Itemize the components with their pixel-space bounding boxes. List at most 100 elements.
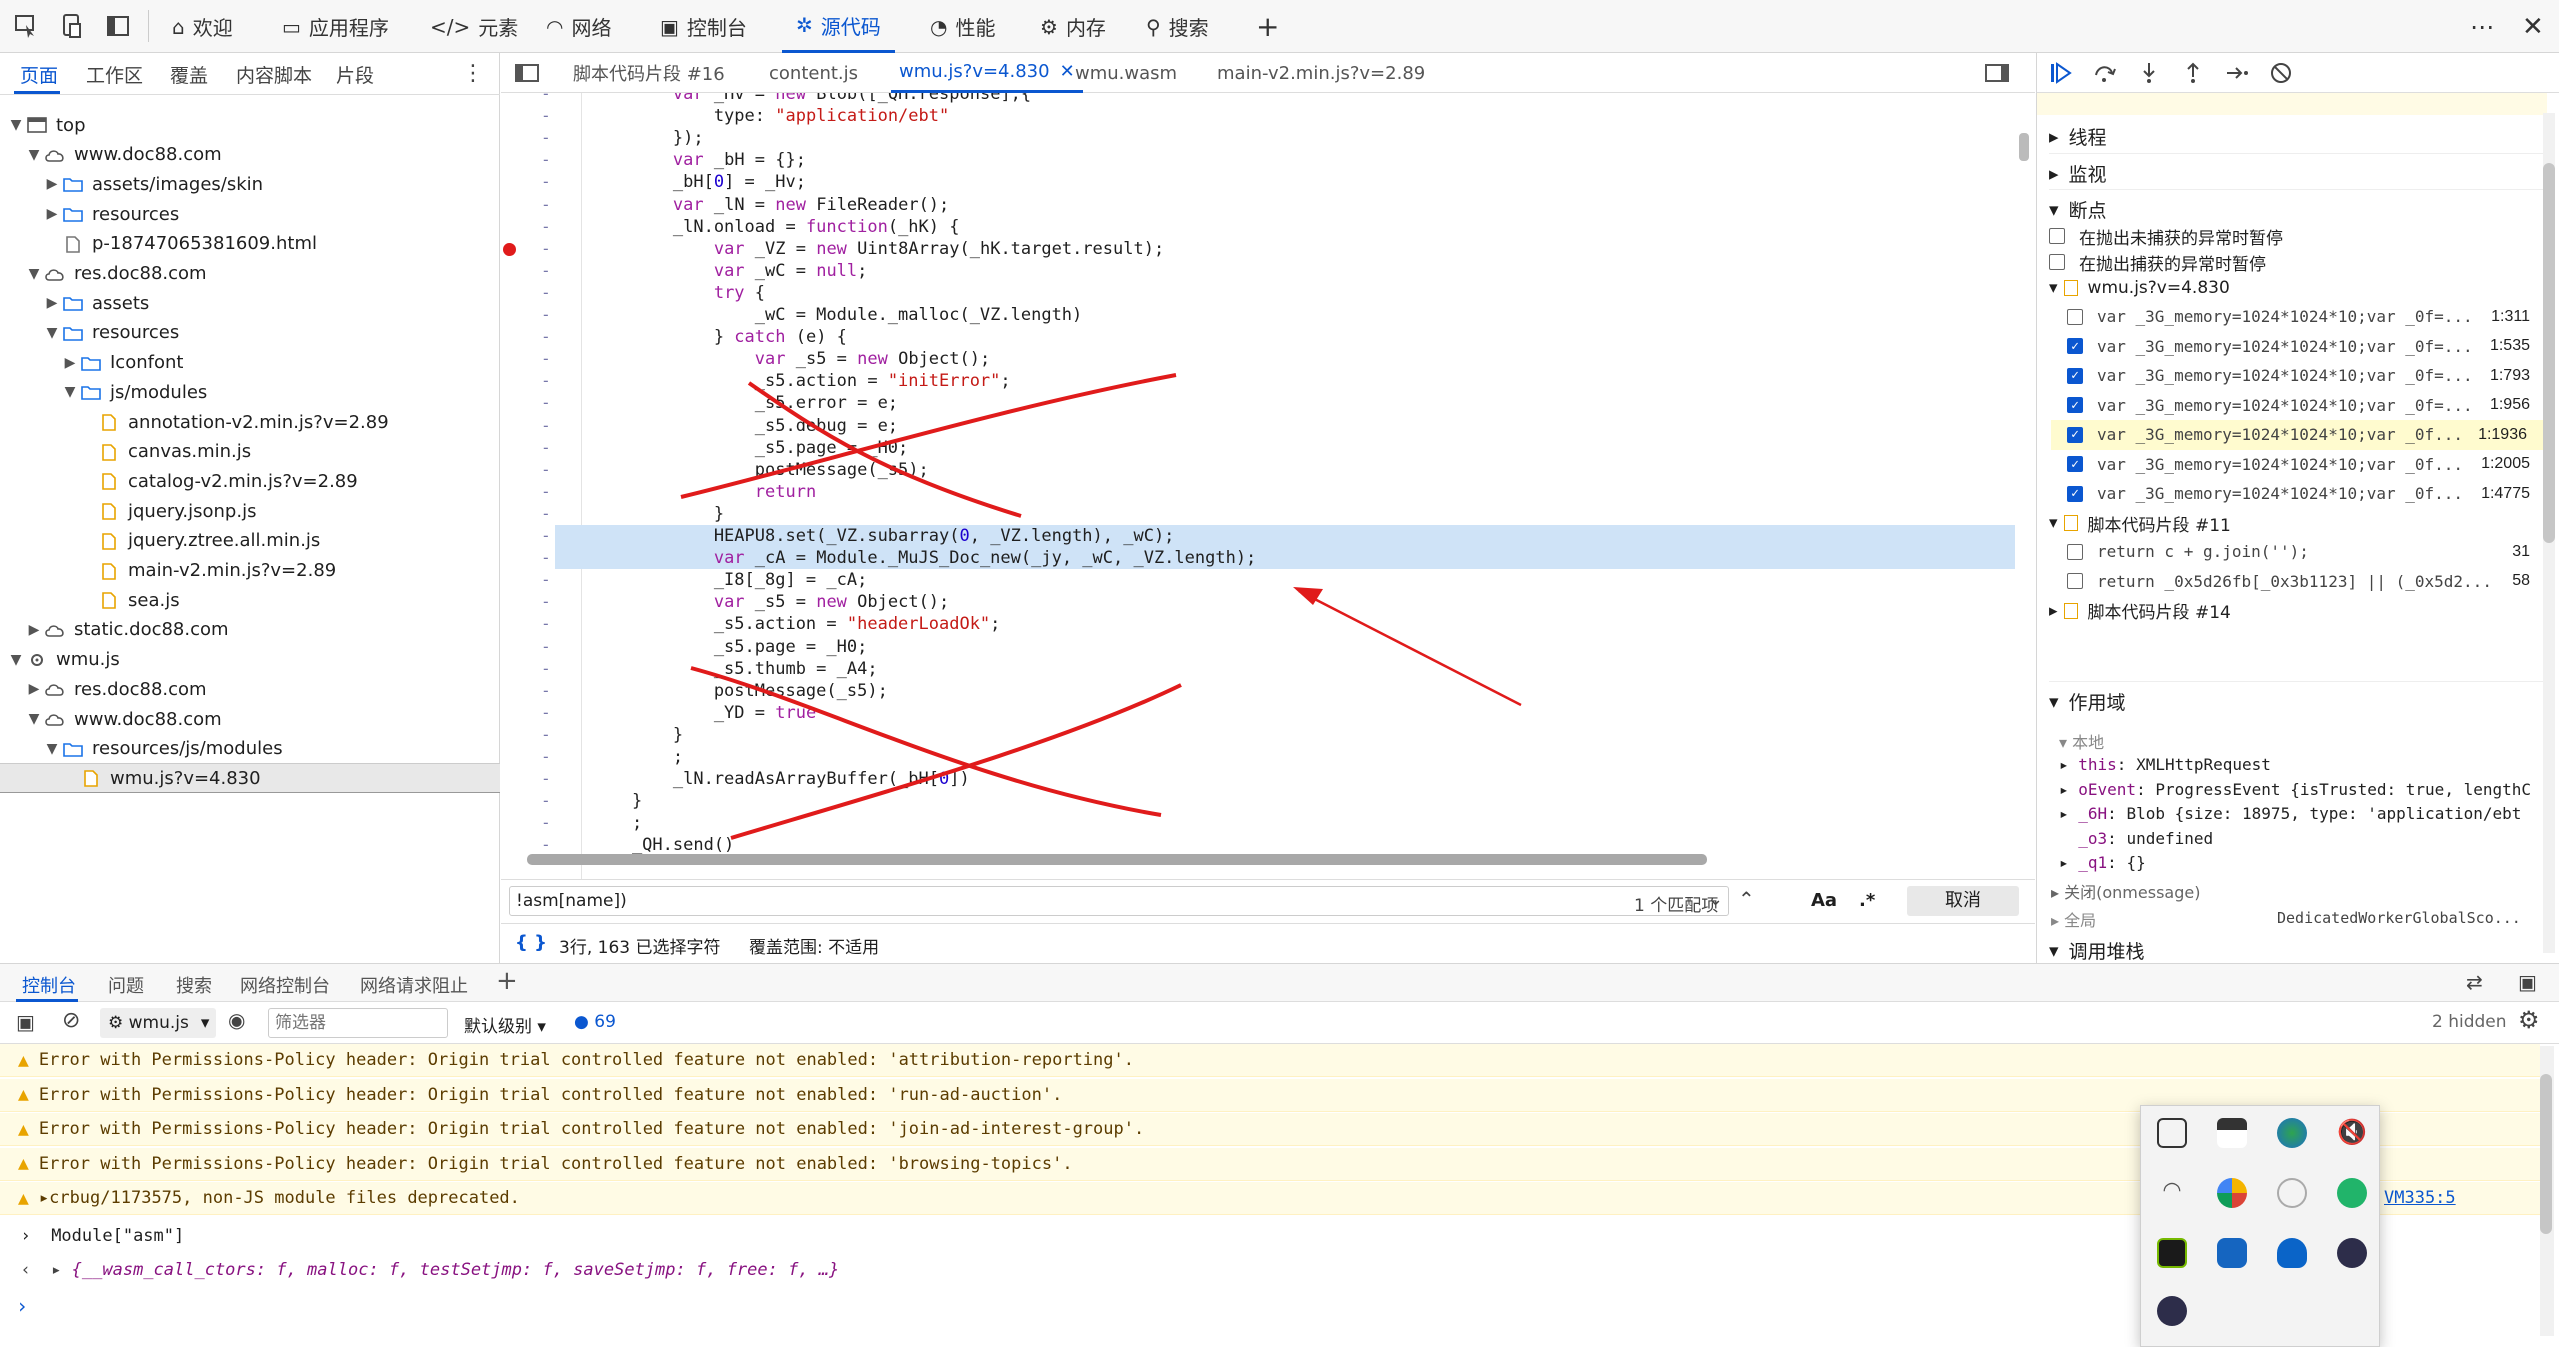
breakpoint-checkbox[interactable] — [2067, 573, 2083, 589]
tab-memory[interactable]: ⚙内存 — [1040, 14, 1106, 41]
resume-icon[interactable] — [2049, 61, 2073, 85]
breakpoint-checkbox[interactable]: ✓ — [2067, 426, 2083, 443]
line-gutter-marker[interactable]: - — [541, 614, 551, 634]
tree-item[interactable]: catalog-v2.min.js?v=2.89 — [78, 466, 358, 496]
live-expression-eye-icon[interactable]: ◉ — [228, 1008, 246, 1032]
tree-item[interactable]: ▶assets/images/skin — [42, 169, 263, 199]
tray-battery-icon[interactable] — [2217, 1118, 2247, 1148]
editor-tab-snippet16[interactable]: 脚本代码片段 #16 — [573, 64, 725, 85]
code-line[interactable]: - postMessage(_s5); — [501, 680, 2016, 702]
drawer-tab-network-console[interactable]: 网络控制台 — [240, 976, 330, 997]
tree-item-selected[interactable]: wmu.js?v=4.830 — [0, 763, 500, 794]
step-icon[interactable] — [2225, 61, 2249, 85]
line-gutter-marker[interactable]: - — [541, 282, 551, 302]
console-scrollbar[interactable] — [2540, 1046, 2554, 1336]
drawer-tab-issues[interactable]: 问题 — [108, 976, 144, 997]
tray-globe-icon[interactable] — [2277, 1118, 2307, 1148]
tree-item[interactable]: ▼res.doc88.com — [24, 259, 207, 289]
drawer-tab-console[interactable]: 控制台 — [22, 976, 76, 997]
line-gutter-marker[interactable]: - — [541, 349, 551, 369]
code-line[interactable]: - return — [501, 481, 2016, 503]
clear-console-icon[interactable]: ⊘ — [62, 1008, 81, 1033]
find-input[interactable]: !asm[name]) 1 个匹配项 ⌃ ⌄ — [509, 886, 1755, 916]
tree-item[interactable]: ▼www.doc88.com — [24, 704, 222, 734]
line-gutter-marker[interactable]: - — [541, 150, 551, 170]
tab-network[interactable]: ◠网络 — [546, 14, 612, 41]
breakpoint-item[interactable]: ✓var _3G_memory=1024*1024*10;var _0f...1… — [2067, 449, 2552, 479]
breakpoint-checkbox[interactable]: ✓ — [2067, 397, 2083, 413]
tray-mute-icon[interactable]: 🔇 — [2337, 1118, 2367, 1146]
console-warning[interactable]: ▲Error with Permissions-Policy header: O… — [0, 1078, 2540, 1112]
breakpoint-item[interactable]: ✓var _3G_memory=1024*1024*10;var _0f...1… — [2067, 479, 2552, 509]
console-prompt[interactable]: › — [16, 1294, 29, 1318]
code-view[interactable]: - var _Hv = new Blob([_QH.response],{- t… — [501, 93, 2035, 893]
scope-variable[interactable]: ▸ _q1: {} — [2059, 853, 2146, 872]
line-gutter-marker[interactable]: - — [541, 813, 551, 833]
caret-down-icon[interactable]: ▼ — [10, 117, 22, 133]
code-line[interactable]: - } — [501, 790, 2016, 812]
tray-onedrive-icon[interactable] — [2277, 1238, 2307, 1268]
deactivate-breakpoints-icon[interactable] — [2269, 61, 2293, 85]
breakpoint-item[interactable]: ✓var _3G_memory=1024*1024*10;var _0f=...… — [2067, 390, 2552, 420]
context-selector[interactable]: ⚙ wmu.js▾ — [100, 1008, 216, 1038]
drawer-tab-request-blocking[interactable]: 网络请求阻止 — [360, 976, 468, 997]
line-gutter-marker[interactable]: - — [541, 526, 551, 545]
line-gutter-marker[interactable]: - — [541, 93, 551, 103]
caret-down-icon[interactable]: ▼ — [28, 265, 40, 282]
prev-match-icon[interactable]: ⌃ — [1738, 887, 1755, 911]
line-gutter-marker[interactable]: - — [541, 658, 551, 678]
line-gutter-marker[interactable]: - — [541, 503, 551, 523]
code-line[interactable]: - } — [501, 724, 2016, 746]
scope-variable[interactable]: ▸ oEvent: ProgressEvent {isTrusted: true… — [2059, 780, 2531, 799]
tab-application[interactable]: ▭应用程序 — [282, 14, 389, 41]
tree-item[interactable]: ▼js/modules — [60, 377, 208, 407]
code-line[interactable]: - type: "application/ebt" — [501, 105, 2016, 127]
editor-tab-wmu-js[interactable]: wmu.js?v=4.830✕ — [891, 53, 1083, 93]
line-gutter-marker[interactable]: - — [541, 106, 551, 126]
watch-section[interactable]: ▸监视 — [2049, 153, 2549, 187]
editor-tab-content-js[interactable]: content.js — [769, 62, 859, 84]
sidebar-scrollbar[interactable] — [2543, 113, 2555, 953]
code-line[interactable]: - _bH[0] = _Hv; — [501, 171, 2016, 193]
caret-right-icon[interactable]: ▶ — [28, 621, 40, 638]
nav-tab-workspace[interactable]: 工作区 — [86, 65, 144, 87]
caret-down-icon[interactable]: ▼ — [28, 711, 40, 727]
tray-colorful-icon[interactable] — [2217, 1178, 2247, 1208]
tray-wechat-icon[interactable] — [2337, 1178, 2367, 1208]
line-gutter-marker[interactable]: - — [541, 702, 551, 722]
tray-shield-icon[interactable] — [2277, 1178, 2307, 1208]
dock-icon[interactable] — [104, 12, 132, 40]
step-over-icon[interactable] — [2093, 61, 2117, 85]
tab-search[interactable]: ⚲搜索 — [1146, 14, 1209, 41]
regex-button[interactable]: .* — [1859, 890, 1876, 911]
add-tab-button[interactable]: + — [1256, 0, 1279, 53]
step-out-icon[interactable] — [2181, 61, 2205, 85]
tree-item[interactable]: jquery.ztree.all.min.js — [78, 526, 320, 556]
breakpoint-checkbox[interactable]: ✓ — [2067, 456, 2083, 472]
toggle-debugger-icon[interactable] — [1985, 63, 2009, 83]
code-line[interactable]: - }); — [501, 127, 2016, 149]
breakpoint-checkbox[interactable] — [2067, 308, 2083, 325]
code-line[interactable]: - HEAPU8.set(_VZ.subarray(0, _VZ.length)… — [541, 525, 2015, 547]
line-gutter-marker[interactable]: - — [541, 548, 551, 568]
tree-item[interactable]: p-18747065381609.html — [42, 229, 317, 259]
caret-right-icon[interactable]: ▸ — [38, 1188, 50, 1208]
tree-item[interactable]: ▶Iconfont — [60, 348, 184, 378]
callstack-section[interactable]: ▾调用堆栈 — [2049, 939, 2145, 964]
line-gutter-marker[interactable]: - — [541, 172, 551, 192]
line-gutter-marker[interactable]: - — [541, 459, 551, 479]
code-line[interactable]: - var _s5 = new Object(); — [501, 591, 2016, 613]
code-line[interactable]: - var _cA = Module._MuJS_Doc_new(_jy, _w… — [541, 547, 2015, 570]
code-line[interactable]: - _s5.action = "headerLoadOk"; — [501, 613, 2016, 635]
caret-right-icon[interactable]: ▸ — [2059, 755, 2079, 774]
console-warning[interactable]: ▲Error with Permissions-Policy header: O… — [0, 1113, 2540, 1146]
code-line[interactable]: - _s5.page = _H0; — [501, 636, 2016, 658]
match-case-button[interactable]: Aa — [1811, 890, 1838, 911]
caret-right-icon[interactable]: ▶ — [64, 354, 76, 371]
breakpoint-item[interactable]: var _3G_memory=1024*1024*10;var _0f=...1… — [2067, 302, 2552, 332]
close-devtools-button[interactable]: ✕ — [2522, 0, 2544, 53]
code-line[interactable]: - _lN.onload = function(_hK) { — [501, 216, 2016, 238]
code-line[interactable]: - var _lN = new FileReader(); — [501, 194, 2016, 216]
tree-item[interactable]: ▶assets — [42, 288, 150, 318]
kebab-menu-icon[interactable]: ⋮ — [462, 61, 484, 86]
